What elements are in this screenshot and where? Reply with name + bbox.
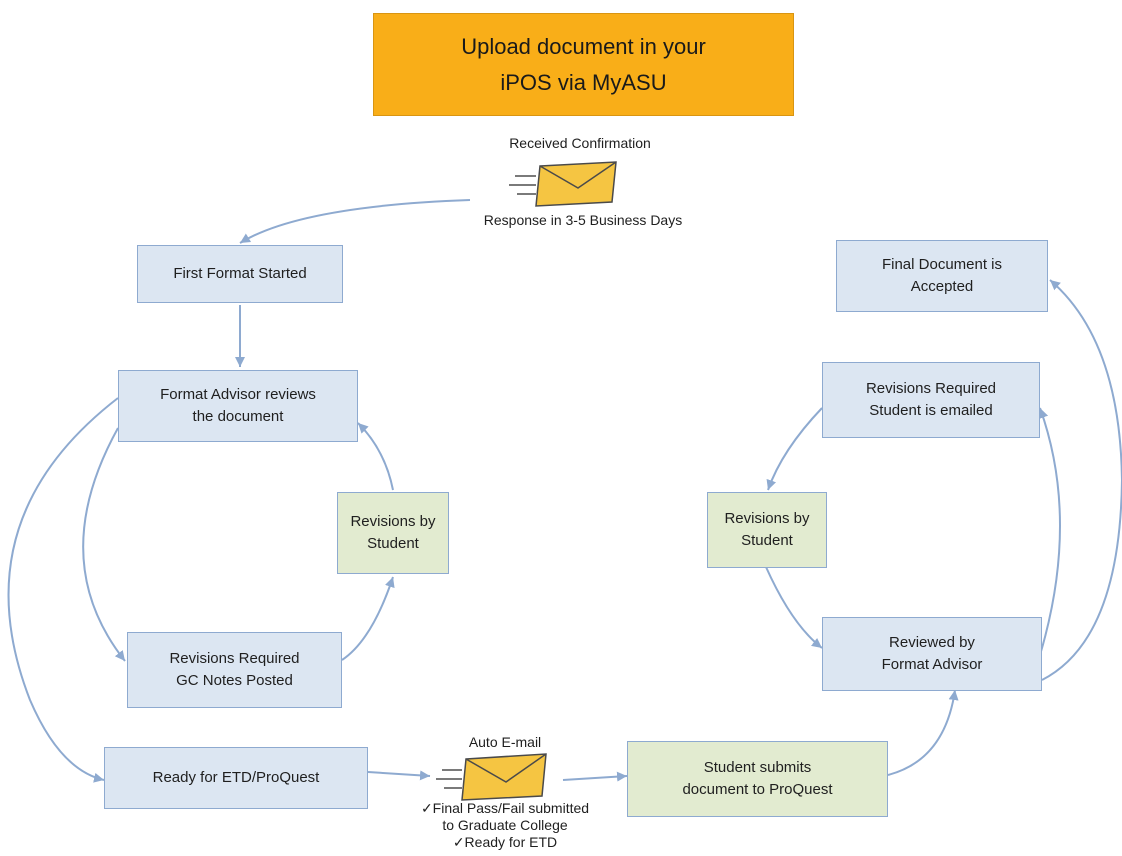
arrow-reviewed-to-email bbox=[1038, 407, 1061, 656]
node-reviewed-by-format-advisor: Reviewed by Format Advisor bbox=[822, 617, 1042, 691]
arrow-mail-to-first-format bbox=[239, 199, 471, 244]
node-format-advisor-reviews: Format Advisor reviews the document bbox=[118, 370, 358, 442]
node-revisions-required-emailed: Revisions Required Student is emailed bbox=[822, 362, 1040, 438]
arrow-advisor-to-gc bbox=[82, 427, 126, 662]
response-days-label: Response in 3-5 Business Days bbox=[483, 212, 683, 228]
upload-document-header: Upload document in your iPOS via MyASU bbox=[373, 13, 794, 116]
arrow-student-right-to-reviewed bbox=[765, 566, 823, 649]
node-first-format-started: First Format Started bbox=[137, 245, 343, 303]
envelope-icon bbox=[436, 753, 547, 801]
node-student-submits: Student submits document to ProQuest bbox=[627, 741, 888, 817]
node-ready-for-etd: Ready for ETD/ProQuest bbox=[104, 747, 368, 809]
header-title: Upload document in your iPOS via MyASU bbox=[461, 33, 706, 95]
graduate-college-label: to Graduate College bbox=[442, 817, 568, 833]
arrow-advisor-to-etd bbox=[7, 397, 119, 783]
envelope-icon bbox=[509, 161, 617, 207]
arrow-email-to-student-right bbox=[766, 407, 823, 491]
arrow-gc-to-student-left bbox=[341, 576, 395, 661]
arrow-student-left-to-advisor bbox=[357, 422, 394, 491]
final-pass-fail-label: ✓Final Pass/Fail submitted bbox=[420, 800, 590, 816]
arrow-etd-to-mail bbox=[367, 770, 431, 781]
node-revisions-required-gc: Revisions Required GC Notes Posted bbox=[127, 632, 342, 708]
auto-email-label: Auto E-mail bbox=[468, 734, 542, 750]
node-revisions-by-student-right: Revisions by Student bbox=[707, 492, 827, 568]
arrow-submits-to-reviewed bbox=[887, 689, 959, 776]
node-revisions-by-student-left: Revisions by Student bbox=[337, 492, 449, 574]
arrow-mail-to-submits bbox=[562, 771, 628, 782]
ready-for-etd-check-label: ✓Ready for ETD bbox=[452, 834, 558, 850]
received-confirmation-label: Received Confirmation bbox=[509, 135, 651, 151]
speed-lines-icon bbox=[509, 175, 536, 195]
node-final-document-accepted: Final Document is Accepted bbox=[836, 240, 1048, 312]
speed-lines-icon bbox=[436, 769, 462, 789]
arrow-reviewed-to-final bbox=[1041, 279, 1122, 681]
